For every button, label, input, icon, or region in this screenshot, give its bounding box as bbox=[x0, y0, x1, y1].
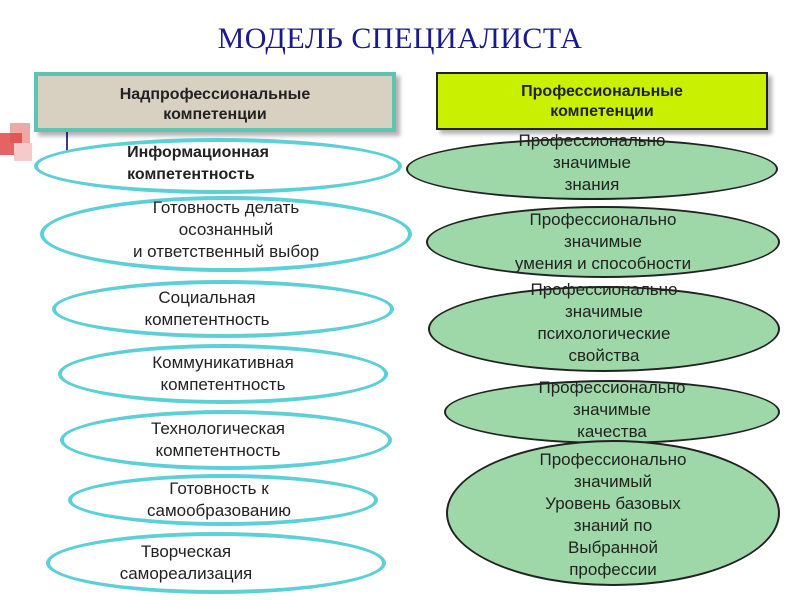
oval-line: Технологическая bbox=[151, 418, 285, 440]
oval-line: Готовность к bbox=[147, 478, 291, 500]
oval-line: осознанный bbox=[133, 219, 319, 241]
professional-oval-qualities: Профессионально значимые качества bbox=[444, 380, 780, 444]
oval-line: значимые bbox=[519, 152, 666, 174]
oval-line: компетентность bbox=[152, 374, 294, 396]
oval-line: значимые bbox=[539, 399, 686, 421]
professional-oval-knowledge: Профессионально значимые знания bbox=[406, 138, 778, 200]
competency-oval-technological: Технологическая компетентность bbox=[60, 410, 392, 470]
oval-line: самообразованию bbox=[147, 500, 291, 522]
oval-line: Профессионально bbox=[540, 449, 687, 471]
oval-line: психологические bbox=[531, 323, 678, 345]
oval-line: компетентность bbox=[127, 164, 269, 186]
oval-line: Выбранной bbox=[540, 537, 687, 559]
oval-line: и ответственный выбор bbox=[133, 241, 319, 263]
competency-oval-information: Информационная компетентность bbox=[34, 138, 402, 194]
deco-square bbox=[14, 143, 32, 161]
oval-line: знаний по bbox=[540, 515, 687, 537]
oval-line: Творческая bbox=[120, 541, 253, 563]
oval-line: значимые bbox=[531, 301, 678, 323]
oval-line: Коммуникативная bbox=[152, 352, 294, 374]
oval-line: Профессионально bbox=[515, 209, 691, 231]
oval-line: компетентность bbox=[151, 440, 285, 462]
oval-line: знания bbox=[519, 174, 666, 196]
header-line: Надпрофессиональные bbox=[120, 85, 311, 105]
professional-header: Профессиональные компетенции bbox=[436, 72, 768, 130]
header-line: компетенции bbox=[120, 105, 311, 125]
oval-line: самореализация bbox=[120, 563, 253, 585]
header-line: компетенции bbox=[521, 102, 683, 122]
oval-line: Профессионально bbox=[519, 130, 666, 152]
oval-line: компетентность bbox=[144, 309, 269, 331]
oval-line: Профессионально bbox=[539, 377, 686, 399]
oval-line: значимый bbox=[540, 471, 687, 493]
oval-line: Социальная bbox=[144, 287, 269, 309]
competency-oval-self-education: Готовность к самообразованию bbox=[68, 474, 378, 526]
oval-line: умения и способности bbox=[515, 253, 691, 275]
competency-oval-choice-readiness: Готовность делать осознанный и ответстве… bbox=[40, 196, 412, 272]
oval-line: профессии bbox=[540, 559, 687, 581]
competency-oval-social: Социальная компетентность bbox=[52, 280, 394, 338]
competency-oval-communicative: Коммуникативная компетентность bbox=[58, 344, 388, 404]
oval-line: значимые bbox=[515, 231, 691, 253]
supra-professional-header: Надпрофессиональные компетенции bbox=[34, 72, 396, 132]
competency-oval-creative: Творческая самореализация bbox=[46, 532, 386, 594]
page-title: МОДЕЛЬ СПЕЦИАЛИСТА bbox=[0, 22, 800, 56]
oval-line: Профессионально bbox=[531, 279, 678, 301]
oval-line: Готовность делать bbox=[133, 197, 319, 219]
oval-line: Информационная bbox=[127, 142, 269, 164]
professional-oval-psychological: Профессионально значимые психологические… bbox=[428, 286, 780, 372]
oval-line: свойства bbox=[531, 345, 678, 367]
corner-decoration bbox=[0, 123, 36, 165]
professional-oval-base-knowledge: Профессионально значимый Уровень базовых… bbox=[446, 440, 780, 586]
header-line: Профессиональные bbox=[521, 82, 683, 102]
professional-oval-skills: Профессионально значимые умения и способ… bbox=[426, 206, 780, 278]
oval-line: Уровень базовых bbox=[540, 493, 687, 515]
